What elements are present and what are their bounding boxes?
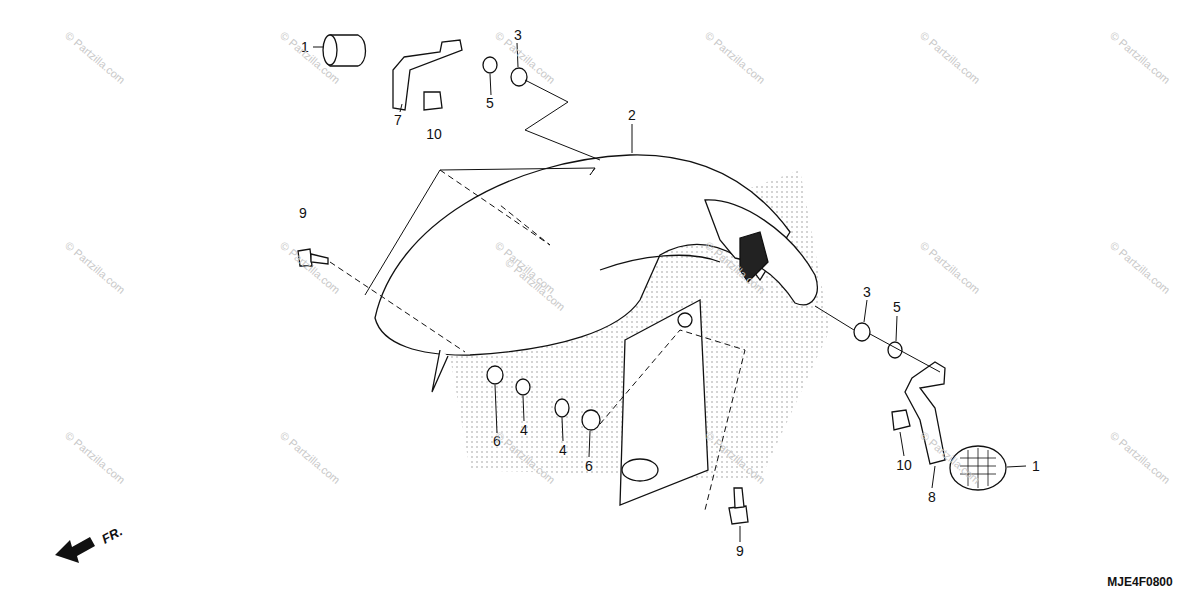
callout-number: 3 xyxy=(863,285,871,299)
callout-number: 2 xyxy=(628,108,636,122)
watermark: © Partzilla.com xyxy=(1108,430,1172,486)
diagram-code: MJE4F0800 xyxy=(1107,576,1172,588)
callout-number: 7 xyxy=(394,113,402,127)
watermark: © Partzilla.com xyxy=(1108,30,1172,86)
callout-number: 4 xyxy=(559,443,567,457)
watermark: © Partzilla.com xyxy=(63,240,127,296)
callout-number: 3 xyxy=(514,28,522,42)
watermark: © Partzilla.com xyxy=(63,430,127,486)
watermark: © Partzilla.com xyxy=(278,430,342,486)
callout-number: 5 xyxy=(486,96,494,110)
callout-number: 1 xyxy=(1032,459,1040,473)
leader-lines xyxy=(313,43,1026,542)
watermark: © Partzilla.com xyxy=(703,30,767,86)
callout-number: 9 xyxy=(299,206,307,220)
callout-number: 10 xyxy=(426,127,442,141)
parts xyxy=(298,35,1006,524)
callout-number: 4 xyxy=(520,423,528,437)
callout-number: 8 xyxy=(928,490,936,504)
callout-number: 5 xyxy=(893,300,901,314)
callout-number: 9 xyxy=(736,544,744,558)
watermark: © Partzilla.com xyxy=(918,30,982,86)
watermark: © Partzilla.com xyxy=(918,240,982,296)
callout-number: 10 xyxy=(896,458,912,472)
front-arrow xyxy=(55,537,95,563)
watermark: © Partzilla.com xyxy=(63,30,127,86)
direction-label: FR. xyxy=(100,524,125,545)
watermark: © Partzilla.com xyxy=(1108,240,1172,296)
callout-number: 6 xyxy=(585,459,593,473)
